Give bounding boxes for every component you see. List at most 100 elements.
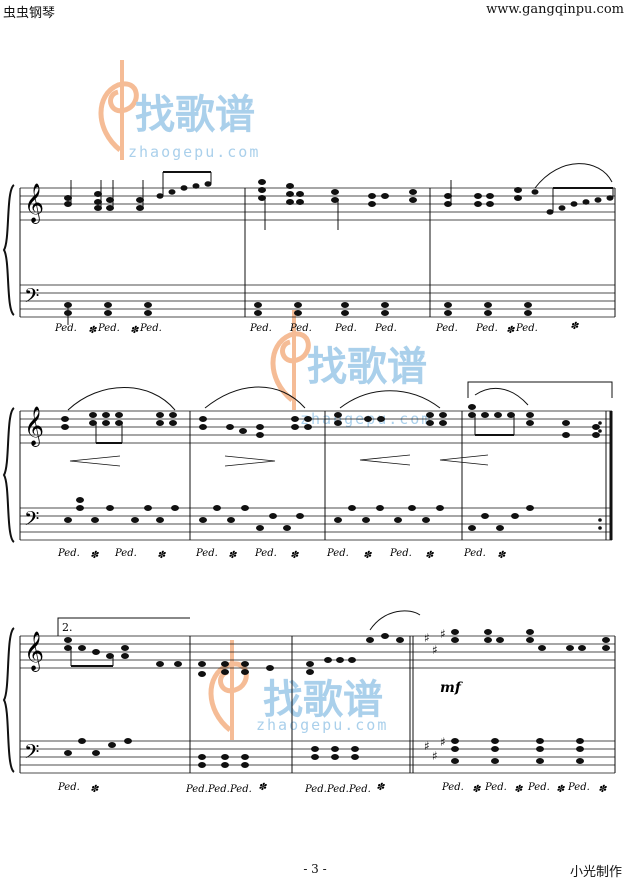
- treble-staff: [20, 410, 612, 444]
- watermark-clef-logo: [270, 310, 311, 410]
- repeat-dots: [598, 421, 602, 530]
- svg-text:Ped.: Ped.: [435, 323, 458, 334]
- svg-text:✽: ✽: [258, 782, 268, 793]
- maker-credit: 小光制作: [569, 865, 622, 880]
- svg-text:Ped.: Ped.: [326, 784, 349, 795]
- bass-notes: [64, 302, 532, 325]
- svg-text:✽: ✽: [157, 550, 167, 561]
- bass-clef-icon: 𝄢: [24, 507, 39, 535]
- watermark-clef-logo: [98, 60, 139, 160]
- slurs: [67, 386, 529, 411]
- svg-text:✽: ✽: [472, 784, 482, 795]
- svg-text:✽: ✽: [425, 550, 435, 561]
- system-3: 2. 𝄞 𝄢 ♯♯♯ ♯♯♯ mf Ped.✽: [2, 610, 616, 795]
- svg-text:✽: ✽: [90, 550, 100, 561]
- svg-text:✽: ✽: [130, 325, 140, 336]
- svg-text:Ped.: Ped.: [326, 548, 349, 559]
- treble-clef-icon: 𝄞: [24, 631, 44, 672]
- svg-text:Ped.: Ped.: [57, 548, 80, 559]
- svg-text:Ped.: Ped.: [289, 323, 312, 334]
- svg-text:Ped.: Ped.: [374, 323, 397, 334]
- site-url: www.gangqinpu.com: [486, 2, 624, 17]
- svg-text:✽: ✽: [506, 325, 516, 336]
- svg-text:♯: ♯: [424, 739, 430, 753]
- svg-text:Ped.: Ped.: [567, 782, 590, 793]
- svg-text:Ped.: Ped.: [389, 548, 412, 559]
- volta-2-bracket: [57, 617, 190, 636]
- svg-text:✽: ✽: [228, 550, 238, 561]
- svg-text:Ped.: Ped.: [441, 782, 464, 793]
- svg-text:Ped.: Ped.: [229, 784, 252, 795]
- watermark-url: zhaogepu.com: [128, 143, 260, 161]
- bass-clef-icon: 𝄢: [24, 740, 39, 768]
- svg-text:✽: ✽: [598, 784, 608, 795]
- watermark-title: 找歌谱: [263, 677, 383, 723]
- site-name: 虫虫钢琴: [3, 6, 56, 21]
- watermark-3: 找歌谱 zhaogepu.com: [208, 640, 388, 740]
- volta-2-label: 2.: [62, 621, 73, 634]
- svg-text:Ped.: Ped.: [475, 323, 498, 334]
- svg-text:✽: ✽: [497, 550, 507, 561]
- hairpins: [69, 454, 489, 467]
- system-1: 𝄞 𝄢: [2, 163, 616, 336]
- barlines: [19, 188, 616, 317]
- svg-text:♯: ♯: [440, 627, 446, 641]
- bass-notes: [64, 497, 534, 531]
- watermark-clef-logo: [208, 640, 249, 740]
- svg-text:Ped.: Ped.: [348, 784, 371, 795]
- svg-text:Ped.: Ped.: [54, 323, 77, 334]
- svg-text:Ped.: Ped.: [254, 548, 277, 559]
- svg-text:Ped.: Ped.: [195, 548, 218, 559]
- system-2: 𝄞 𝄢: [2, 381, 613, 561]
- svg-text:✽: ✽: [514, 784, 524, 795]
- svg-text:Ped.: Ped.: [114, 548, 137, 559]
- treble-notes: [64, 629, 610, 677]
- svg-text:Ped.: Ped.: [527, 782, 550, 793]
- brace: [2, 407, 15, 543]
- svg-text:✽: ✽: [290, 550, 300, 561]
- svg-text:Ped.: Ped.: [304, 784, 327, 795]
- treble-clef-icon: 𝄞: [24, 406, 44, 447]
- svg-text:Ped.: Ped.: [97, 323, 120, 334]
- pedal-marks: Ped.✽ Ped.✽ Ped. Ped.Ped. Ped.Ped. Ped.P…: [54, 321, 580, 336]
- svg-text:✽: ✽: [556, 784, 566, 795]
- treble-staff: [20, 187, 615, 221]
- brace: [2, 627, 15, 773]
- svg-text:Ped.: Ped.: [334, 323, 357, 334]
- watermark-title: 找歌谱: [135, 92, 255, 138]
- svg-text:♯: ♯: [440, 735, 446, 749]
- treble-notes: [61, 404, 600, 444]
- svg-text:Ped.: Ped.: [185, 784, 208, 795]
- treble-clef-icon: 𝄞: [24, 183, 44, 224]
- watermark-1: 找歌谱 zhaogepu.com: [98, 60, 260, 161]
- volta-1-bracket: [467, 381, 613, 398]
- svg-text:♯: ♯: [432, 643, 438, 657]
- svg-text:✽: ✽: [88, 325, 98, 336]
- svg-text:✽: ✽: [376, 782, 386, 793]
- brace: [2, 184, 15, 316]
- svg-text:♯: ♯: [432, 749, 438, 763]
- pedal-marks: Ped. ✽ Ped. ✽ Ped. ✽ Ped. ✽ Ped. ✽ Ped. ✽ Ped.…: [57, 548, 507, 561]
- page-number: - 3 -: [303, 862, 327, 876]
- bass-staff: [20, 284, 615, 318]
- svg-text:Ped.: Ped.: [463, 548, 486, 559]
- svg-text:Ped.: Ped.: [515, 323, 538, 334]
- svg-text:Ped.: Ped.: [484, 782, 507, 793]
- slur: [534, 163, 613, 189]
- barlines: [19, 411, 613, 540]
- svg-text:♯: ♯: [424, 631, 430, 645]
- bass-notes: [64, 738, 584, 768]
- slur: [369, 610, 421, 631]
- watermark-url: zhaogepu.com: [256, 716, 388, 734]
- watermark-2: 找歌谱 zhaogepu.com: [270, 310, 430, 428]
- treble-staff: [20, 635, 615, 669]
- dynamic-mf: mf: [440, 680, 464, 696]
- svg-text:Ped.: Ped.: [57, 782, 80, 793]
- barlines: [19, 636, 616, 773]
- svg-text:✽: ✽: [570, 321, 580, 332]
- key-signature: ♯♯♯ ♯♯♯: [424, 627, 446, 763]
- bass-clef-icon: 𝄢: [24, 284, 39, 312]
- bass-staff: [20, 507, 612, 541]
- svg-text:✽: ✽: [90, 784, 100, 795]
